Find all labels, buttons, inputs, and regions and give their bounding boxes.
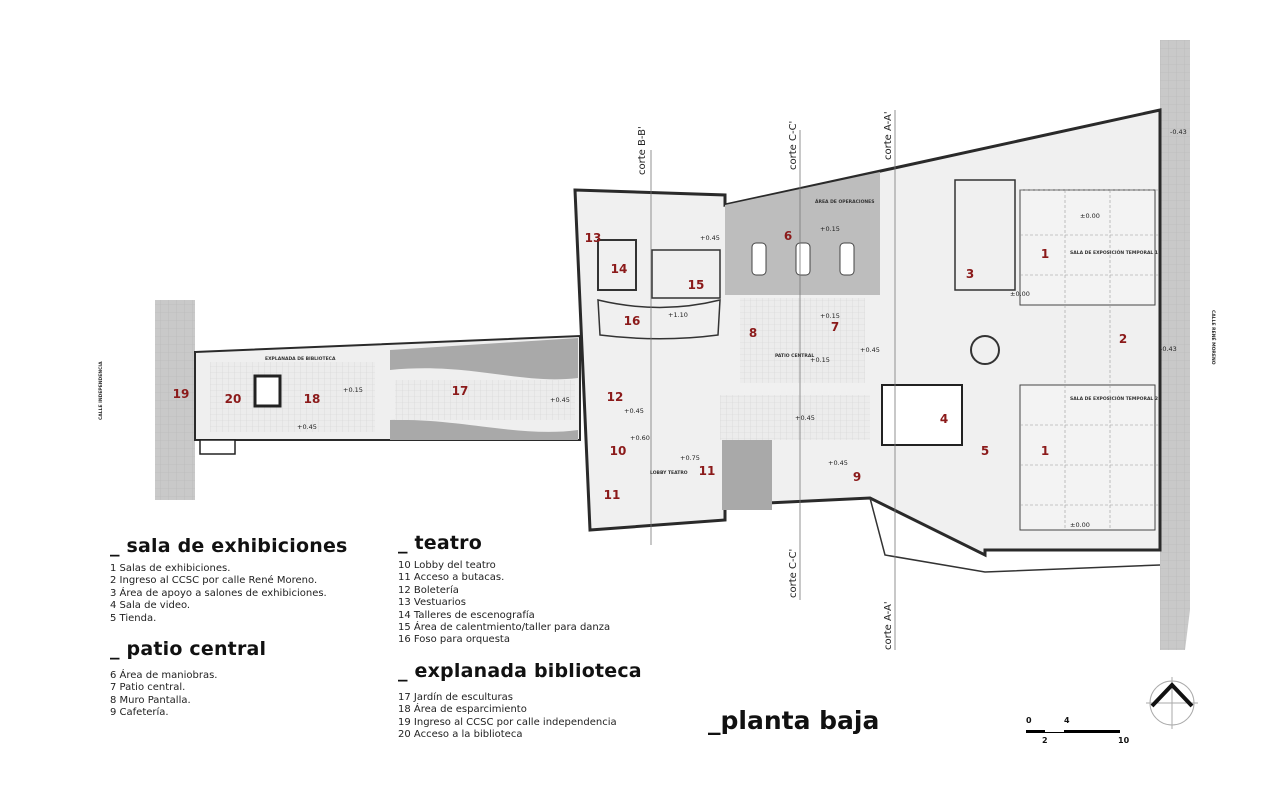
label-operaciones: ÁREA DE OPERACIONES bbox=[815, 198, 874, 205]
label-explanada: EXPLANADA DE BIBLIOTECA bbox=[265, 356, 336, 362]
cut-label-a-top: corte A-A' bbox=[883, 111, 894, 160]
room-number-14: 14 bbox=[611, 262, 628, 276]
legend-heading: _ patio central bbox=[110, 638, 267, 660]
level-annotation: +0.45 bbox=[795, 414, 815, 422]
level-annotation: +0.45 bbox=[860, 346, 880, 354]
level-annotation: +0.45 bbox=[828, 459, 848, 467]
room-number-20: 20 bbox=[225, 392, 242, 406]
legend-item: 10 Lobby del teatro bbox=[398, 560, 496, 571]
room-number-15: 15 bbox=[688, 278, 705, 292]
level-annotation: +0.15 bbox=[820, 225, 840, 233]
cut-label-b: corte B-B' bbox=[637, 126, 648, 175]
street-label-left: CALLE INDEPENDENCIA bbox=[98, 361, 104, 420]
legend-item: 2 Ingreso al CCSC por calle René Moreno. bbox=[110, 575, 318, 587]
legend-item: 12 Boletería bbox=[398, 584, 459, 596]
north-arrow-icon bbox=[1146, 677, 1198, 729]
level-annotation: ±0.00 bbox=[1070, 521, 1090, 529]
room-number-10: 10 bbox=[610, 444, 627, 458]
building-outline bbox=[573, 108, 1162, 558]
legend-item: 5 Tienda. bbox=[110, 612, 157, 624]
scale-tick: 2 bbox=[1042, 736, 1048, 745]
legend-heading: _ teatro bbox=[398, 532, 483, 554]
scale-tick: 0 bbox=[1026, 716, 1032, 725]
library-core bbox=[253, 374, 282, 408]
level-annotation: ±0.00 bbox=[1080, 212, 1100, 220]
label-sala1: SALA DE EXPOSICIÓN TEMPORAL 1 bbox=[1070, 249, 1158, 256]
scale-bar: 0 4 2 10 bbox=[1024, 714, 1134, 754]
cut-label-a-bottom: corte A-A' bbox=[883, 601, 894, 650]
street-left bbox=[155, 300, 195, 500]
level-annotation: ±0.00 bbox=[1010, 290, 1030, 298]
legend-item: 7 Patio central. bbox=[110, 682, 186, 694]
legend-heading: _ sala de exhibiciones bbox=[110, 535, 348, 557]
room-number-4: 4 bbox=[940, 412, 948, 426]
legend-item: 11 Acceso a butacas. bbox=[398, 572, 505, 584]
room-number-12: 12 bbox=[607, 390, 624, 404]
level-annotation: +0.45 bbox=[700, 234, 720, 242]
legend-item: 16 Foso para orquesta bbox=[398, 634, 510, 646]
legend-teatro: _ teatro 10 Lobby del teatro 11 Acceso a… bbox=[398, 532, 610, 647]
label-sala2: SALA DE EXPOSICIÓN TEMPORAL 2 bbox=[1070, 395, 1158, 402]
legend-item: 17 Jardín de esculturas bbox=[398, 692, 513, 703]
room-number-2: 2 bbox=[1119, 332, 1127, 346]
room-number-8: 8 bbox=[749, 326, 757, 340]
room-number-9: 9 bbox=[853, 470, 861, 484]
level-annotation: +0.45 bbox=[550, 396, 570, 404]
legend-item: 4 Sala de video. bbox=[110, 600, 191, 612]
level-annotation: +0.45 bbox=[297, 423, 317, 431]
legend-item: 13 Vestuarios bbox=[398, 597, 466, 609]
level-annotation: +0.15 bbox=[343, 386, 363, 394]
level-annotation: +0.15 bbox=[820, 312, 840, 320]
legend-item: 8 Muro Pantalla. bbox=[110, 694, 191, 706]
legend-explanada-biblioteca: _ explanada biblioteca 17 Jardín de escu… bbox=[398, 660, 642, 742]
room-number-6: 6 bbox=[784, 229, 792, 243]
legend-item: 20 Acceso a la biblioteca bbox=[398, 729, 523, 741]
room-number-19: 19 bbox=[173, 387, 190, 401]
room-number-11: 11 bbox=[604, 488, 621, 502]
scale-tick: 4 bbox=[1064, 716, 1070, 725]
sculpture-garden bbox=[390, 338, 578, 380]
patio-central bbox=[740, 298, 865, 383]
legend-item: 3 Área de apoyo a salones de exhibicione… bbox=[110, 587, 327, 599]
level-annotation: -0.43 bbox=[1160, 345, 1177, 353]
legend-item: 6 Área de maniobras. bbox=[110, 670, 218, 681]
level-annotation: -0.43 bbox=[1170, 128, 1187, 136]
room-number-13: 13 bbox=[585, 231, 602, 245]
room-number-7: 7 bbox=[831, 320, 839, 334]
scale-tick: 10 bbox=[1118, 736, 1130, 745]
label-patio: PATIO CENTRAL bbox=[775, 353, 814, 359]
room-number-1: 1 bbox=[1041, 444, 1049, 458]
level-annotation: +1.10 bbox=[668, 311, 688, 319]
cut-label-c-top: corte C-C' bbox=[788, 121, 799, 170]
legend-sala-exhibiciones: _ sala de exhibiciones 1 Salas de exhibi… bbox=[110, 535, 348, 625]
operations-area bbox=[725, 172, 880, 295]
street-right bbox=[1158, 40, 1190, 650]
level-annotation: +0.60 bbox=[630, 434, 650, 442]
legend-item: 9 Cafetería. bbox=[110, 707, 169, 719]
level-annotation: +0.15 bbox=[810, 356, 830, 364]
level-annotation: +0.75 bbox=[680, 454, 700, 462]
street-label-right: CALLE RENÉ MORENO bbox=[1210, 310, 1218, 365]
cut-label-c-bottom: corte C-C' bbox=[788, 549, 799, 598]
page-title: _planta baja bbox=[708, 706, 880, 735]
legend-item: 1 Salas de exhibiciones. bbox=[110, 563, 231, 574]
room-number-16: 16 bbox=[624, 314, 641, 328]
room-number-3: 3 bbox=[966, 267, 974, 281]
room-number-1: 1 bbox=[1041, 247, 1049, 261]
lobby-garden bbox=[722, 440, 772, 510]
level-annotation: +0.45 bbox=[624, 407, 644, 415]
legend-patio-central: _ patio central 6 Área de maniobras. 7 P… bbox=[110, 638, 266, 720]
room-number-5: 5 bbox=[981, 444, 989, 458]
room-number-18: 18 bbox=[304, 392, 321, 406]
room-number-11: 11 bbox=[699, 464, 716, 478]
legend-item: 14 Talleres de escenografía bbox=[398, 609, 535, 621]
label-lobby-teatro: LOBBY TEATRO bbox=[650, 470, 688, 476]
legend-heading: _ explanada biblioteca bbox=[398, 660, 642, 682]
legend-item: 19 Ingreso al CCSC por calle independenc… bbox=[398, 716, 617, 728]
legend-item: 18 Área de esparcimiento bbox=[398, 704, 527, 716]
room-number-17: 17 bbox=[452, 384, 469, 398]
legend-item: 15 Área de calentmiento/taller para danz… bbox=[398, 622, 611, 634]
